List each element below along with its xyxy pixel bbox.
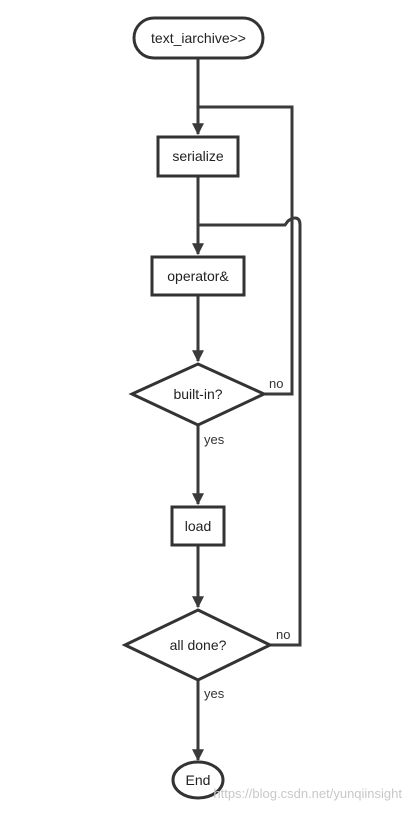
builtin-yes-label: yes bbox=[204, 432, 225, 447]
end-node-label: End bbox=[186, 772, 211, 788]
load-node-label: load bbox=[185, 518, 211, 534]
connectors bbox=[192, 58, 302, 762]
end-node: End bbox=[171, 760, 225, 800]
start-node: text_iarchive>> bbox=[132, 16, 265, 60]
edge-alldone-no-loop bbox=[198, 216, 302, 647]
start-node-label: text_iarchive>> bbox=[151, 30, 246, 46]
operator-node-label: operator& bbox=[167, 268, 229, 284]
alldone-decision: all done? bbox=[121, 608, 274, 682]
alldone-yes-label: yes bbox=[204, 686, 225, 701]
alldone-decision-label: all done? bbox=[170, 637, 227, 653]
alldone-no-label: no bbox=[276, 627, 290, 642]
edge-builtin-no-loop bbox=[198, 105, 294, 396]
builtin-decision-label: built-in? bbox=[173, 386, 222, 402]
watermark-text: https://blog.csdn.net/yunqiinsight bbox=[213, 786, 402, 801]
serialize-node: serialize bbox=[156, 135, 240, 178]
builtin-decision: built-in? bbox=[128, 362, 268, 427]
serialize-node-label: serialize bbox=[172, 148, 224, 164]
builtin-no-label: no bbox=[269, 376, 283, 391]
load-node: load bbox=[170, 505, 226, 547]
operator-node: operator& bbox=[150, 255, 246, 297]
